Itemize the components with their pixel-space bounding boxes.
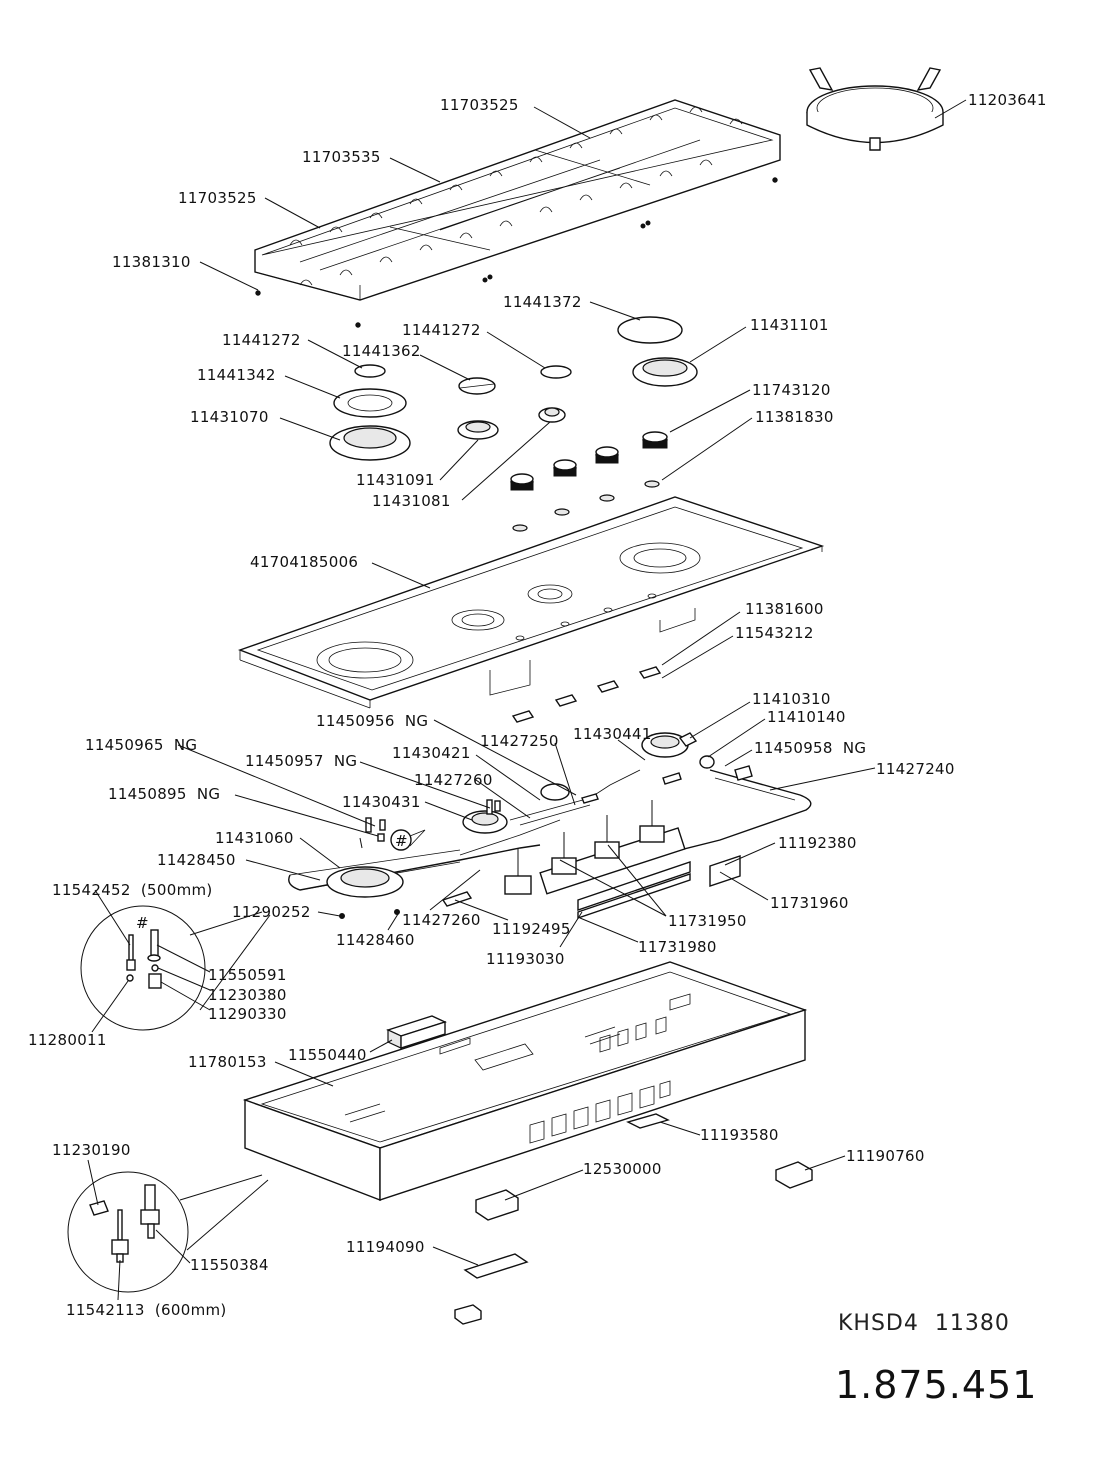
label-11450965-ng: 11450965 NG	[85, 736, 197, 754]
label-11542452-500mm: 11542452 (500mm)	[52, 881, 213, 899]
label-11280011: 11280011	[28, 1031, 107, 1049]
label-11410140: 11410140	[767, 708, 846, 726]
title-block: KHSD4 11380 1.875.451	[835, 1311, 1037, 1407]
terminal-block	[386, 1015, 447, 1049]
label-11190760: 11190760	[846, 1147, 925, 1165]
label-11550440: 11550440	[288, 1046, 367, 1064]
label-11550591: 11550591	[208, 966, 287, 984]
label-11431101: 11431101	[750, 316, 829, 334]
hob-top-plate	[237, 496, 825, 709]
label-11441372: 11441372	[503, 293, 582, 311]
label-11381830: 11381830	[755, 408, 834, 426]
model-number: KHSD4 11380	[838, 1311, 1010, 1336]
detail-marker-1: #	[136, 914, 149, 932]
label-11192495: 11192495	[492, 920, 571, 938]
electrodes: #	[339, 799, 501, 919]
bottom-chassis	[242, 961, 808, 1202]
burner-parts	[329, 316, 698, 461]
label-11430441: 11430441	[573, 725, 652, 743]
thermocouple-detail-2	[67, 1171, 269, 1293]
gas-manifold	[288, 732, 812, 919]
label-11731980: 11731980	[638, 938, 717, 956]
label-11428460: 11428460	[336, 931, 415, 949]
label-11427260-lower: 11427260	[402, 911, 481, 929]
label-11427240: 11427240	[876, 760, 955, 778]
loose-parts	[454, 1113, 813, 1325]
label-11431070: 11431070	[190, 408, 269, 426]
label-11430421: 11430421	[392, 744, 471, 762]
label-11193580: 11193580	[700, 1126, 779, 1144]
label-11703525-top: 11703525	[440, 96, 519, 114]
label-11431081: 11431081	[372, 492, 451, 510]
control-knobs	[510, 431, 668, 532]
label-11428450: 11428450	[157, 851, 236, 869]
label-11290252: 11290252	[232, 903, 311, 921]
label-11731950: 11731950	[668, 912, 747, 930]
label-11410310: 11410310	[752, 690, 831, 708]
label-11381310: 11381310	[112, 253, 191, 271]
label-11441272-mid: 11441272	[402, 321, 481, 339]
label-11743120: 11743120	[752, 381, 831, 399]
label-11450956-ng: 11450956 NG	[316, 712, 428, 730]
label-11703525-left: 11703525	[178, 189, 257, 207]
leader-lines	[87, 99, 967, 1301]
label-11550384: 11550384	[190, 1256, 269, 1274]
label-11427250: 11427250	[480, 732, 559, 750]
label-11543212: 11543212	[735, 624, 814, 642]
label-11430431: 11430431	[342, 793, 421, 811]
label-11542113-600mm: 11542113 (600mm)	[66, 1301, 227, 1319]
label-41704185006: 41704185006	[250, 553, 358, 571]
document-number: 1.875.451	[835, 1363, 1037, 1407]
label-11203641: 11203641	[968, 91, 1047, 109]
label-11450958-ng: 11450958 NG	[754, 739, 866, 757]
label-12530000: 12530000	[583, 1160, 662, 1178]
label-11230190: 11230190	[52, 1141, 131, 1159]
label-11441342: 11441342	[197, 366, 276, 384]
label-11194090: 11194090	[346, 1238, 425, 1256]
screws	[255, 177, 778, 328]
part-labels: 11703525 11203641 11703535 11703525 1138…	[28, 91, 1047, 1319]
wok-ring	[806, 67, 944, 151]
label-11193030: 11193030	[486, 950, 565, 968]
label-11230380: 11230380	[208, 986, 287, 1004]
label-11427260-upper: 11427260	[414, 771, 493, 789]
label-11431091: 11431091	[356, 471, 435, 489]
label-11450957-ng: 11450957 NG	[245, 752, 357, 770]
detail-marker: #	[395, 832, 408, 850]
label-11780153: 11780153	[188, 1053, 267, 1071]
label-11431060: 11431060	[215, 829, 294, 847]
thermocouple-detail-1: #	[80, 905, 271, 1031]
label-11450895-ng: 11450895 NG	[108, 785, 220, 803]
label-11381600: 11381600	[745, 600, 824, 618]
label-11731960: 11731960	[770, 894, 849, 912]
label-11192380: 11192380	[778, 834, 857, 852]
valve-clips	[511, 666, 662, 723]
label-11441362: 11441362	[342, 342, 421, 360]
label-11703535: 11703535	[302, 148, 381, 166]
pan-support-grates	[254, 99, 781, 301]
label-11290330: 11290330	[208, 1005, 287, 1023]
label-11441272-left: 11441272	[222, 331, 301, 349]
